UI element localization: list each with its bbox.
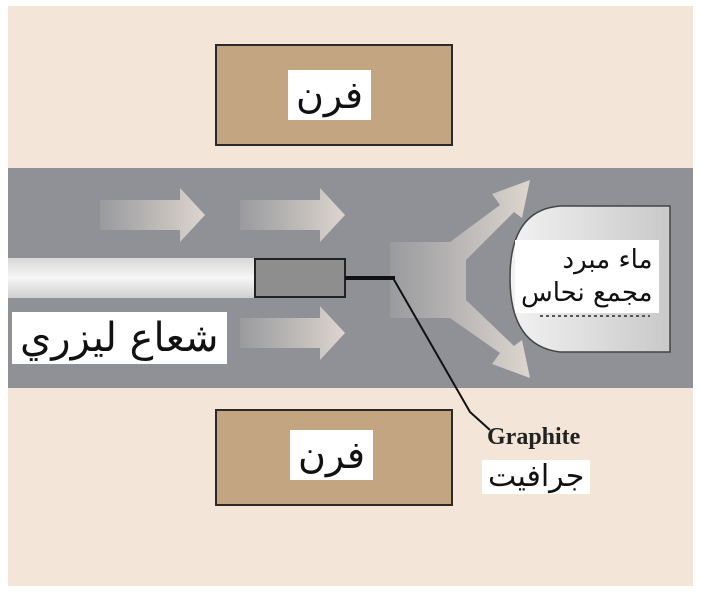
collector-label-line2: مجمع نحاس xyxy=(521,277,653,308)
furnace-top-label: فرن xyxy=(288,70,372,120)
collector-label-line1: ماء مبرد xyxy=(562,245,653,275)
graphite-target xyxy=(254,258,346,298)
laser-beam xyxy=(8,258,258,298)
graphite-label-ar: جرافيت xyxy=(482,460,591,494)
gas-flow-arrows xyxy=(100,180,530,378)
flow-arrow-icon xyxy=(240,306,345,360)
split-flow-arrow-icon xyxy=(390,180,530,378)
laser-beam-label: شعاع ليزري xyxy=(12,312,227,364)
collector-label: ماء مبرد مجمع نحاس xyxy=(515,240,659,313)
graphite-label-en: Graphite xyxy=(487,424,581,450)
furnace-bottom-label: فرن xyxy=(290,430,374,480)
flow-arrow-icon xyxy=(100,188,205,242)
graphite-leader-line xyxy=(392,277,491,431)
flow-arrow-icon xyxy=(240,188,345,242)
